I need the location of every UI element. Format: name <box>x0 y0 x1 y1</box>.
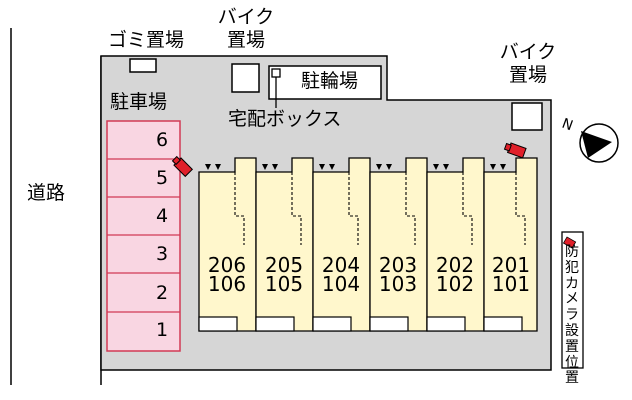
unit-lower-number: 106 <box>207 272 247 296</box>
bike-parking-top-label-line1: バイク <box>217 6 275 28</box>
unit-206 <box>198 157 257 332</box>
camera-legend-text: 防犯カメラ設置位置 <box>565 244 579 387</box>
camera-icon <box>503 142 527 159</box>
parking-space-number: 2 <box>155 282 169 304</box>
unit-upper-number: 204 <box>321 253 361 277</box>
north-compass-icon <box>579 123 619 163</box>
camera-icon <box>562 236 577 249</box>
parking-space-number: 6 <box>155 129 169 151</box>
car-parking-label: 駐車場 <box>110 91 168 113</box>
bike-parking-right-label-line1: バイク <box>499 41 557 63</box>
parking-space-number: 3 <box>155 243 169 265</box>
bike-parking-top-box <box>231 63 260 93</box>
unit-lower-number: 103 <box>378 272 418 296</box>
parking-space-number: 5 <box>155 167 169 189</box>
bike-parking-right-box <box>511 102 543 131</box>
unit-lower-number: 101 <box>491 272 531 296</box>
unit-upper-number: 201 <box>491 253 531 277</box>
car-parking-lot <box>106 120 181 352</box>
unit-lower-number: 102 <box>435 272 475 296</box>
unit-upper-number: 205 <box>264 253 304 277</box>
unit-upper-number: 202 <box>435 253 475 277</box>
garbage-area-label: ゴミ置場 <box>108 29 185 51</box>
bicycle-parking-box <box>268 65 382 100</box>
garbage-area-box <box>129 58 157 73</box>
unit-203 <box>369 157 428 332</box>
bike-parking-top-label-line2: 置場 <box>226 29 265 51</box>
unit-201 <box>483 157 538 332</box>
parcel-box-label: 宅配ボックス <box>228 108 342 130</box>
building <box>198 157 538 332</box>
unit-upper-number: 203 <box>378 253 418 277</box>
unit-lower-number: 105 <box>264 272 304 296</box>
bicycle-parking-label: 駐輪場 <box>301 70 359 92</box>
unit-upper-number: 206 <box>207 253 247 277</box>
parcel-box-icon <box>271 68 281 78</box>
unit-202 <box>426 157 485 332</box>
unit-205 <box>255 157 314 332</box>
parking-space-number: 1 <box>155 319 169 341</box>
bike-parking-right-label-line2: 置場 <box>508 64 547 86</box>
camera-icon <box>171 155 194 178</box>
parking-space-number: 4 <box>155 205 169 227</box>
unit-lower-number: 104 <box>321 272 361 296</box>
camera-legend-box <box>561 231 584 369</box>
road-label: 道路 <box>27 182 66 204</box>
unit-204 <box>312 157 371 332</box>
